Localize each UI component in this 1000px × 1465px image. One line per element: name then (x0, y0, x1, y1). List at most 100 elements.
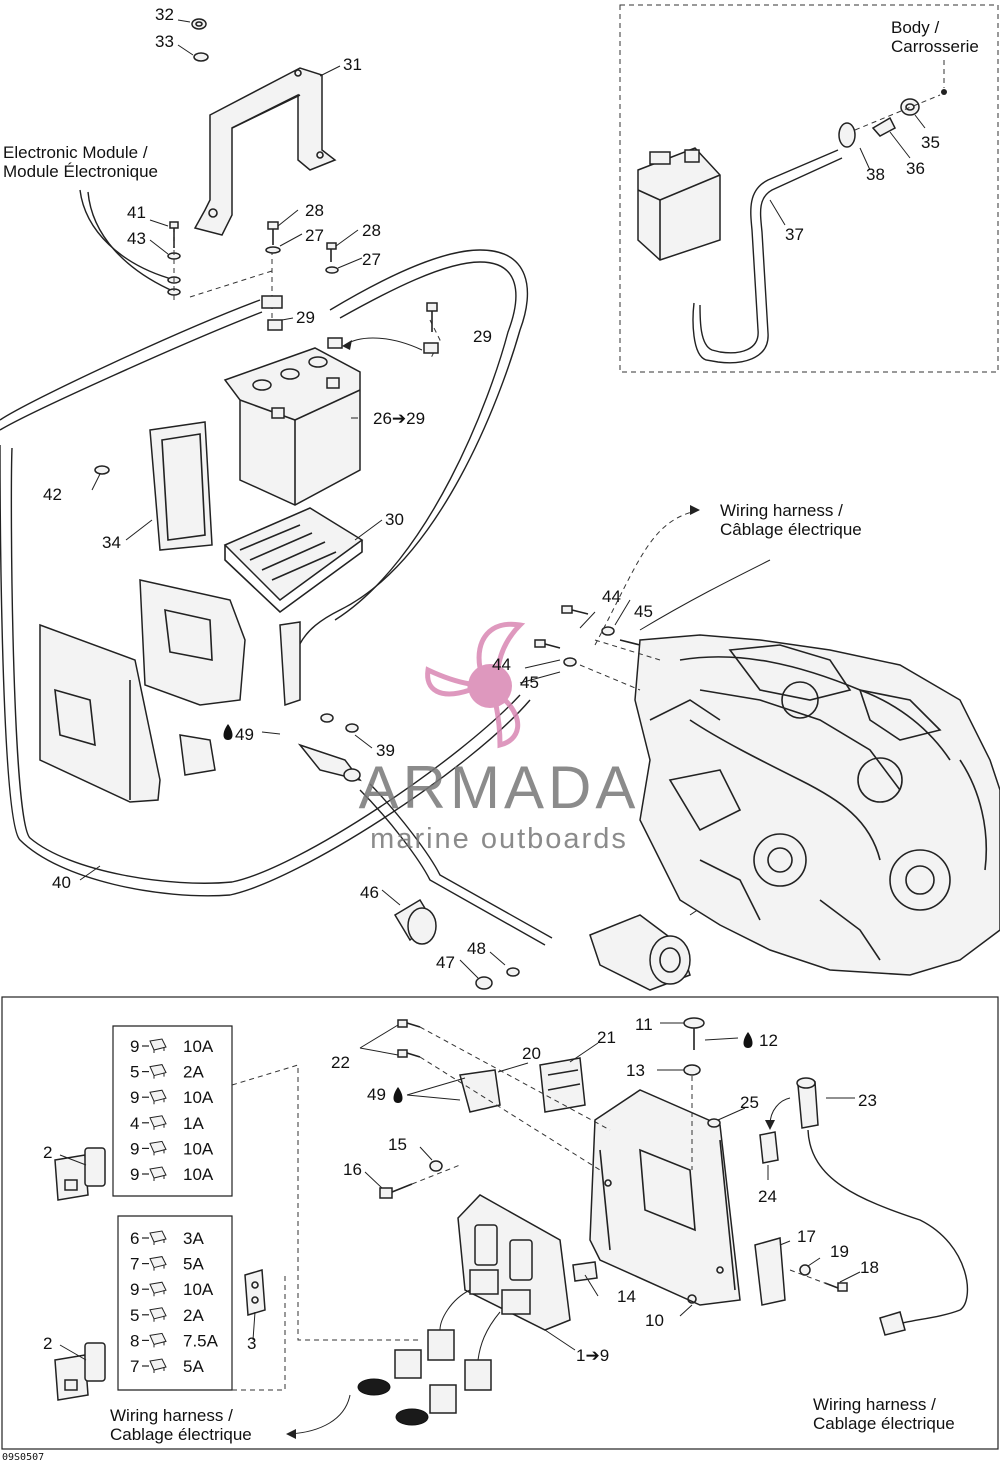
bolt-11 (683, 1017, 705, 1050)
module-panel (39, 579, 246, 803)
callout-36: 36 (906, 159, 925, 178)
washer-15 (429, 1160, 443, 1172)
callout-34: 34 (102, 533, 121, 552)
callout-28a: 28 (305, 201, 324, 220)
callout-23: 23 (858, 1091, 877, 1110)
washer-35 (900, 98, 920, 116)
solenoid-connector (279, 621, 362, 782)
fuse-rating: 3A (183, 1229, 204, 1248)
nut-29 (327, 337, 343, 349)
cable-terminal (261, 295, 283, 309)
fuse-box-upper-frame (112, 1025, 233, 1197)
fuse-rating: 5A (183, 1255, 204, 1274)
starter-motor (589, 914, 691, 991)
callout-24: 24 (758, 1187, 777, 1206)
fuse-icon (142, 1089, 167, 1105)
callout-28b: 28 (362, 221, 381, 240)
bolt-16 (379, 1183, 413, 1199)
fuse-icon (142, 1038, 167, 1053)
callout-29a: 29 (296, 308, 315, 327)
fuse-row: 6 3A (130, 1229, 204, 1248)
part-14 (572, 1261, 598, 1282)
caption-wiring-harness-left-en: Wiring harness / (110, 1406, 233, 1425)
nut-29-small (267, 319, 283, 331)
fuse-part-number: 7 (130, 1255, 139, 1274)
callout-20: 20 (522, 1044, 541, 1063)
callout-16: 16 (343, 1160, 362, 1179)
fuse-icon (142, 1332, 167, 1348)
fuse-part-number: 5 (130, 1306, 139, 1325)
callout-12: 12 (759, 1031, 778, 1050)
callout-2b: 2 (43, 1334, 52, 1353)
washer-27b (325, 266, 339, 274)
screw-22 (397, 1019, 421, 1058)
bolt-28b (326, 242, 337, 262)
fuse-holder-2b (54, 1342, 106, 1401)
module-wire-b (87, 191, 176, 293)
fuse-icon (142, 1256, 167, 1271)
callout-21: 21 (597, 1028, 616, 1047)
callout-40: 40 (52, 873, 71, 892)
sensor-23-harness (807, 1129, 969, 1311)
fuse-icon (142, 1166, 167, 1181)
fuse-part-number: 9 (130, 1088, 139, 1107)
watermark-logo: ARMADA marine outboards (359, 621, 640, 855)
fuse-part-number: 8 (130, 1331, 139, 1350)
inset-ground-cable (619, 4, 999, 373)
caption-wiring-harness-left-fr: Cablage électrique (110, 1425, 252, 1444)
fuse-part-number: 6 (130, 1229, 139, 1248)
callout-1-9: 1➔9 (576, 1346, 609, 1365)
callout-30: 30 (385, 510, 404, 529)
callout-44a: 44 (602, 587, 621, 606)
callout-3: 3 (247, 1334, 256, 1353)
fuse-rating: 7.5A (183, 1331, 219, 1350)
ground-cable-37 (699, 149, 839, 354)
harness-connector-right (879, 1311, 906, 1336)
battery-pad-34 (149, 421, 213, 551)
callout-32: 32 (155, 5, 174, 24)
bracket-17 (754, 1237, 786, 1306)
caption-electronic-module-fr: Module Électronique (3, 162, 158, 181)
callout-27a: 27 (305, 226, 324, 245)
sensor-23 (796, 1077, 819, 1129)
fuse-row: 8 7.5A (130, 1331, 219, 1350)
top-section (0, 18, 1000, 991)
clip-3 (244, 1269, 266, 1316)
body-ground-point (941, 89, 947, 95)
washer-13 (683, 1064, 701, 1076)
bolt-44b (534, 639, 561, 649)
callout-13: 13 (626, 1061, 645, 1080)
caption-electronic-module-en: Electronic Module / (3, 143, 148, 162)
callout-45b: 45 (520, 673, 539, 692)
relay-20 (459, 1069, 501, 1113)
fuse-icon (142, 1064, 167, 1079)
fuse-icon (142, 1281, 167, 1297)
caption-wiring-harness-en: Wiring harness / (720, 501, 843, 520)
caption-wiring-harness-right-en: Wiring harness / (813, 1395, 936, 1414)
battery-cable-b (0, 311, 263, 431)
fuse-rating: 5A (183, 1357, 204, 1376)
fuse-part-number: 9 (130, 1165, 139, 1184)
fuse-rating: 10A (183, 1139, 214, 1158)
watermark-brand: ARMADA (359, 754, 640, 821)
callout-45a: 45 (634, 602, 653, 621)
callout-39: 39 (376, 741, 395, 760)
callout-29b: 29 (473, 327, 492, 346)
callout-17: 17 (797, 1227, 816, 1246)
inset-battery (637, 147, 721, 261)
nut-39b (345, 723, 359, 733)
callout-49-top: 49 (235, 725, 254, 744)
lubricant-drop-icon-49 (393, 1087, 403, 1103)
nut-25 (707, 1118, 721, 1128)
fuse-holder-2a (54, 1147, 106, 1201)
fuse-icon (142, 1230, 167, 1245)
bolt-28a (267, 221, 279, 245)
